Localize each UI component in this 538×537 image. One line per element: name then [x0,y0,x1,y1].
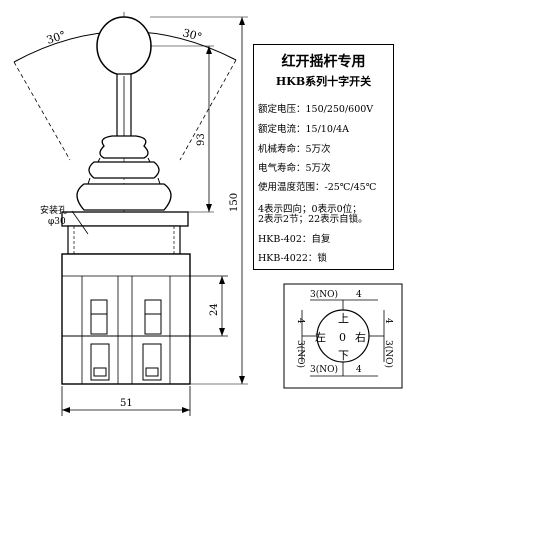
spec-subtitle: HKB系列十字开关 [275,75,372,88]
angle-right-label: 30° [181,26,203,44]
dim-150-label: 150 [229,193,240,212]
mount-hole-diameter: φ30 [48,217,66,227]
label-top-no: 3(NO) [310,289,338,300]
label-bottom-no: 3(NO) [310,364,338,375]
dim-93-arrow-bottom [206,204,212,212]
boot-seam-1 [97,157,101,163]
label-left-no: 3(NO) [295,340,306,368]
dim-93-arrow-top [206,46,212,54]
terminal-left-upper [90,299,108,335]
spec-line: 机械寿命：5万次 [258,144,331,155]
mount-hole-leader [71,210,89,235]
direction-right: 右 [355,330,366,344]
spec-box: 红开摇杆专用 HKB系列十字开关 额定电压：150/250/600V 额定电流：… [253,44,394,270]
boot-top [99,135,149,159]
dim-51-arrow-right [182,407,190,413]
dim-93-label: 93 [196,133,207,146]
label-right-nc: 4 [383,318,393,324]
swing-line-right [179,59,237,161]
spec-line: HKB-4022：锁 [258,253,327,264]
dim-150-arrow-bottom [239,376,245,384]
spec-line: 电气寿命：5万次 [258,163,331,174]
terminal-left-screw [93,367,107,377]
label-left-nc: 4 [295,318,305,324]
terminal-right-upper [144,299,162,335]
dim-51-arrow-left [62,407,70,413]
boot-middle [88,161,160,179]
swing-line-left [13,61,71,161]
mount-collar [67,225,181,255]
boot-seam-4 [157,177,161,185]
spec-title: 红开摇杆专用 [281,54,366,70]
dim-24-label: 24 [209,303,220,316]
dim-24-arrow-bottom [219,328,225,336]
spec-line: 额定电流：15/10/4A [258,124,349,135]
label-top-nc: 4 [356,290,362,300]
label-right-no: 3(NO) [383,340,394,368]
spec-line: 2表示2节；22表示自锁。 [258,214,368,225]
terminal-right-screw [145,367,159,377]
knob-ball [96,16,152,76]
label-bottom-nc: 4 [356,365,362,375]
spec-line: 使用温度范围：-25℃/45℃ [258,182,377,193]
direction-up: 上 [338,312,349,325]
direction-left: 左 [315,331,326,344]
switch-body [61,253,191,385]
angle-left-label: 30° [45,28,68,46]
boot-seam-3 [87,177,91,185]
dim-150-arrow-top [239,17,245,25]
spec-line: 额定电压：150/250/600V [258,104,374,115]
boot-seam-2 [147,157,151,163]
direction-center: 0 [339,331,346,344]
direction-down: 下 [338,349,349,362]
spec-line: HKB-402：自复 [258,234,331,245]
spec-line: 4表示四向；0表示0位； [258,204,362,215]
boot-bottom [76,183,172,211]
dim-24-arrow-top [219,276,225,284]
mount-hole-label: 安装孔 [40,204,67,216]
dim-51-label: 51 [120,398,133,409]
